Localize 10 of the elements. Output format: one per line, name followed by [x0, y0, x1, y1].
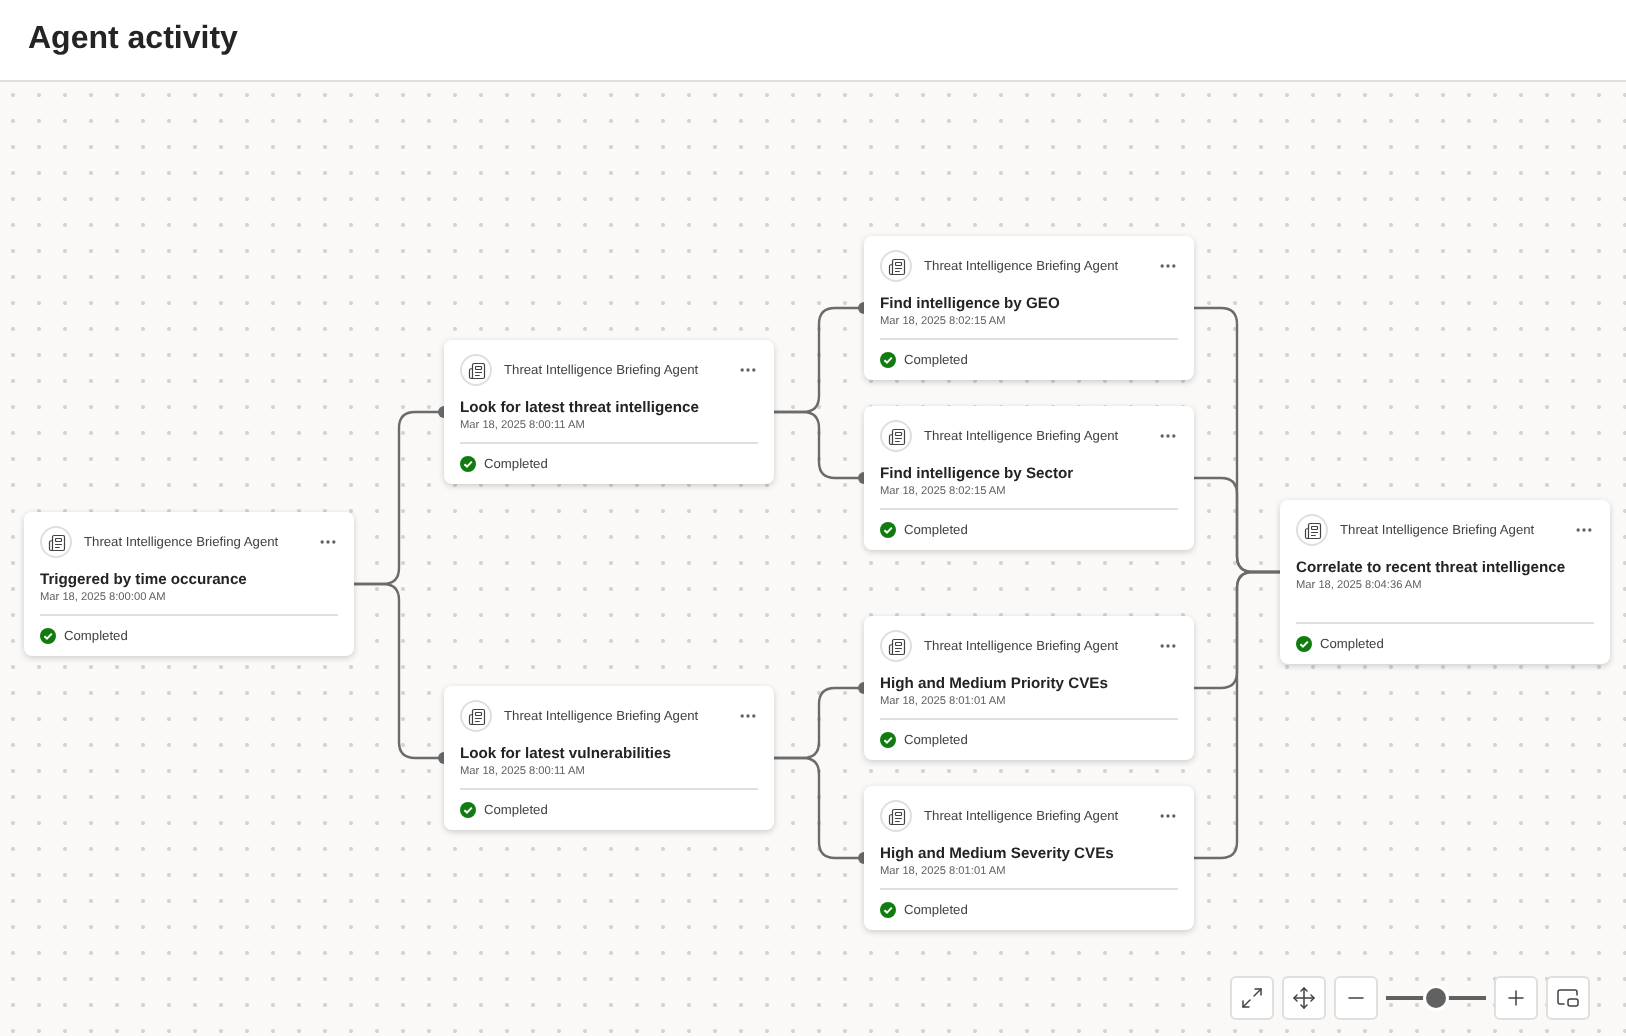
agent-card — [864, 236, 1194, 380]
agent-card — [444, 340, 774, 484]
agent-card — [444, 686, 774, 830]
agent-card — [864, 406, 1194, 550]
agent-card — [864, 616, 1194, 760]
page-title: Agent activity — [28, 22, 238, 58]
agent-card — [864, 786, 1194, 930]
agent-card — [24, 512, 354, 656]
connector — [1194, 570, 1280, 860]
agent-card — [1280, 500, 1610, 664]
